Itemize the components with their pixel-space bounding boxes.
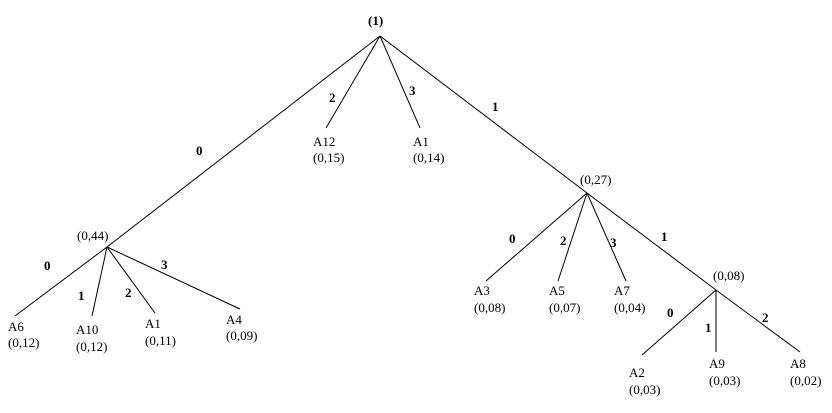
edge-n027-to-A3 [485,192,588,282]
edge-n008-to-A8 [715,289,801,353]
edge-label-n044-to-A4: 3 [161,257,168,272]
leaf-A1-top: A1 (0,14) [413,134,444,165]
leaf-name: A6 [8,319,24,334]
edge-root-to-n027 [379,35,588,194]
edge-root-to-A1 [379,35,421,129]
edge-label-n044-to-A6: 0 [44,258,51,273]
leaf-name: A1 [145,316,161,331]
leaf-name: A2 [629,365,645,380]
edge-n044-to-A1 [106,246,156,314]
leaf-A9: A9 (0,03) [709,356,740,388]
leaf-name: A7 [614,283,630,298]
edge-n027-to-n008 [586,192,717,291]
leaf-prob: (0,04) [614,300,645,315]
edge-n027-to-A7 [586,192,627,282]
leaf-prob: (0,11) [145,333,176,348]
leaf-A8: A8 (0,02) [790,356,821,388]
leaf-A1-low: A1 (0,11) [145,316,176,348]
edge-label-n027-to-A7: 3 [610,235,617,250]
leaf-prob: (0,07) [549,300,580,315]
leaf-name: A5 [549,283,565,298]
edge-label-root-to-n027: 1 [492,99,499,114]
edge-n044-to-A6 [14,246,108,317]
edge-root-to-A12 [325,35,381,129]
edge-n027-to-A5 [557,192,588,282]
edge-label-n044-to-A10: 1 [78,288,85,303]
edge-label-n027-to-n008: 1 [661,229,668,244]
edge-label-n008-to-A8: 2 [762,310,769,325]
edge-n008-to-A2 [641,289,717,356]
leaf-prob: (0,02) [790,373,821,388]
leaf-prob: (0,03) [709,373,740,388]
leaf-prob: (0,09) [226,328,257,343]
leaf-A3: A3 (0,08) [474,283,505,315]
internal-node-n008: (0,08) [713,268,744,283]
edge-labels: 0 2 3 1 0 1 2 3 0 2 3 1 0 1 2 [44,83,769,335]
edge-n044-to-A4 [106,246,241,310]
edge-label-n044-to-A1: 2 [125,285,132,300]
leaf-name: A4 [226,312,242,327]
leaf-name: A8 [790,356,806,371]
edge-root-to-n044 [106,35,381,248]
leaf-name: A9 [709,356,725,371]
edge-label-root-to-n044: 0 [196,143,203,158]
leaf-name: A10 [76,322,98,337]
edge-label-n027-to-A3: 0 [509,231,516,246]
leaf-A2: A2 (0,03) [629,365,660,397]
leaf-prob: (0,03) [629,382,660,397]
edge-label-n008-to-A2: 0 [667,305,674,320]
edge-label-root-to-A1: 3 [409,83,416,98]
edge-n044-to-A10 [91,246,108,317]
leaf-A7: A7 (0,04) [614,283,645,315]
leaf-A4: A4 (0,09) [226,312,257,343]
internal-node-n027: (0,27) [580,172,611,187]
leaf-prob: (0,15) [313,150,344,165]
leaf-prob: (0,08) [474,300,505,315]
edge-label-n027-to-A5: 2 [560,233,567,248]
leaf-name: A3 [474,283,490,298]
edge-label-n008-to-A9: 1 [705,320,712,335]
leaf-A6: A6 (0,12) [8,319,39,350]
leaf-prob: (0,14) [413,150,444,165]
edge-label-root-to-A12: 2 [329,90,336,105]
leaf-A10: A10 (0,12) [76,322,107,354]
tree-edges [14,35,801,356]
internal-node-n044: (0,44) [77,228,108,243]
leaf-name: A12 [313,134,335,149]
root-node-label: (1) [368,13,383,28]
leaf-A12: A12 (0,15) [313,134,344,165]
leaf-name: A1 [413,134,429,149]
leaf-prob: (0,12) [8,335,39,350]
leaf-prob: (0,12) [76,339,107,354]
leaf-A5: A5 (0,07) [549,283,580,315]
